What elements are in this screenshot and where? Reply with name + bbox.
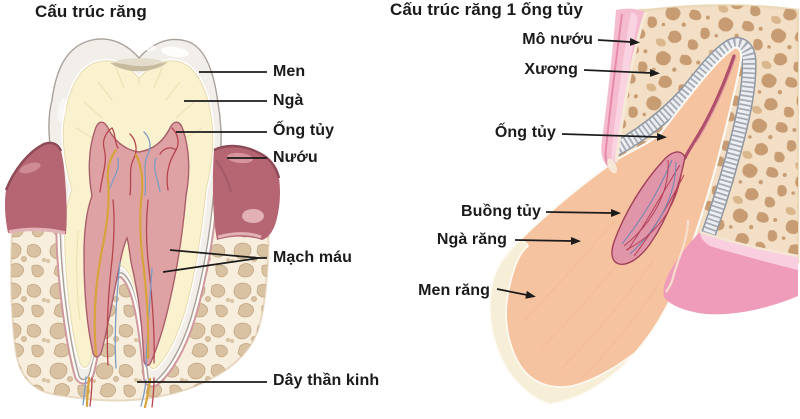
left-molar-illustration xyxy=(4,38,281,409)
left-pulp xyxy=(83,121,190,366)
right-incisor-illustration xyxy=(489,4,800,406)
pulp-vessel-net xyxy=(621,159,685,257)
pulp-vessels xyxy=(82,127,179,409)
left-figure-title: Cấu trúc răng xyxy=(35,2,147,21)
label-men-rang: Men răng xyxy=(418,282,490,299)
right-gum xyxy=(663,219,799,315)
label-nga: Ngà xyxy=(273,92,304,109)
label-men: Men xyxy=(273,63,306,80)
label-xuong: Xương xyxy=(524,61,578,78)
right-figure-title: Cấu trúc răng 1 ống tủy xyxy=(390,0,584,19)
label-nga-rang: Ngà răng xyxy=(436,231,507,248)
right-enamel xyxy=(489,239,637,405)
label-nuou: Nướu xyxy=(273,149,318,166)
gum-band xyxy=(601,8,648,174)
label-ong-tuy: Ống tủy xyxy=(273,122,335,139)
label-mach-mau: Mạch máu xyxy=(273,249,353,266)
left-leader-lines xyxy=(137,71,267,383)
left-gum xyxy=(4,141,281,240)
label-day-than-kinh: Dây thần kinh xyxy=(273,372,380,389)
periodontal-ligament xyxy=(606,37,757,308)
root-canal-and-pulp xyxy=(611,54,737,265)
label-buong-tuy: Buồng tủy xyxy=(461,203,541,220)
label-mo-nuou: Mô nướu xyxy=(522,31,593,48)
enamel-details xyxy=(57,45,189,122)
label-ong-tuy-right: Ống tủy xyxy=(494,124,556,141)
right-arrow-lines xyxy=(496,37,667,299)
